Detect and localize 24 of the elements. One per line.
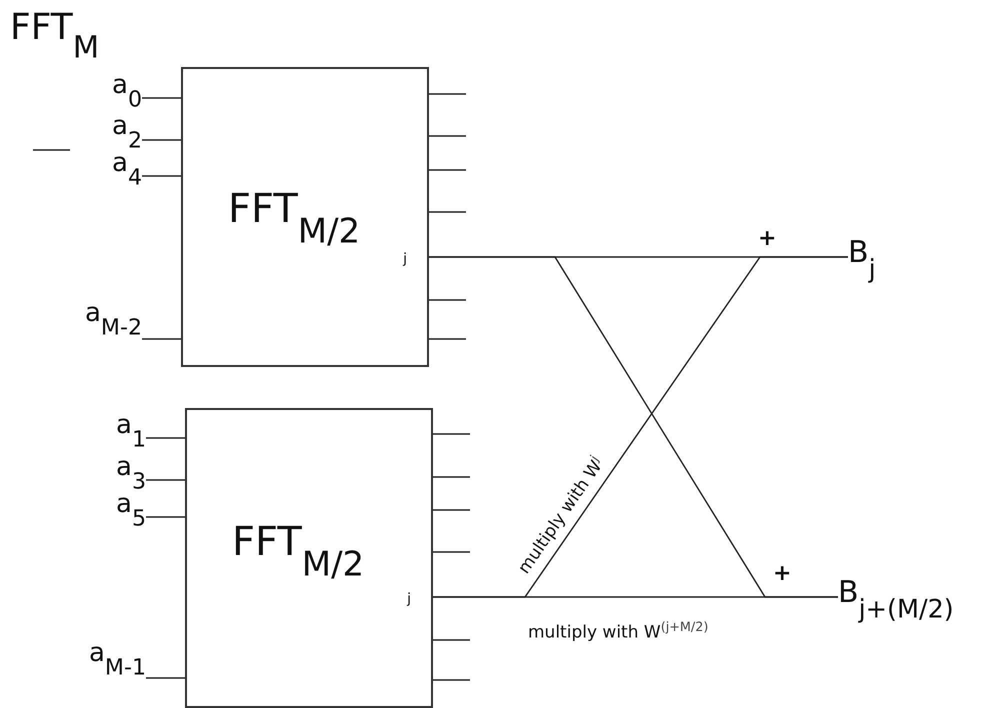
block-title: FFT$_{M/2}$ xyxy=(228,189,360,248)
input-label: a$_{0}$ xyxy=(70,72,142,112)
connector-line xyxy=(146,479,185,481)
output-label: B$_{j+(M/2)}$ xyxy=(838,578,990,630)
input-label: a$_{1}$ xyxy=(70,412,146,454)
connector-line xyxy=(142,338,181,340)
input-label: a$_{M-2}$ xyxy=(30,300,142,352)
sum-sign: + xyxy=(773,563,792,585)
edge-label: multiply with W$^{(j+M/2)}$ xyxy=(528,622,708,642)
connector-line xyxy=(142,139,181,141)
input-label: a$_{M-1}$ xyxy=(30,640,146,692)
connector-line xyxy=(142,97,181,99)
block-title: FFT$_{M/2}$ xyxy=(232,522,364,582)
connector-line xyxy=(142,175,181,177)
output-label: B$_{j}$ xyxy=(848,238,908,290)
port-label: j xyxy=(403,252,407,266)
fft-block xyxy=(181,67,429,367)
connector-line xyxy=(146,437,185,439)
connector-line xyxy=(146,677,185,679)
connector-line xyxy=(146,516,185,518)
port-label: j xyxy=(407,592,411,606)
fft-block xyxy=(185,408,433,708)
diagram-title: FFT$_{M}$ xyxy=(10,10,100,64)
sum-sign: + xyxy=(758,228,776,250)
